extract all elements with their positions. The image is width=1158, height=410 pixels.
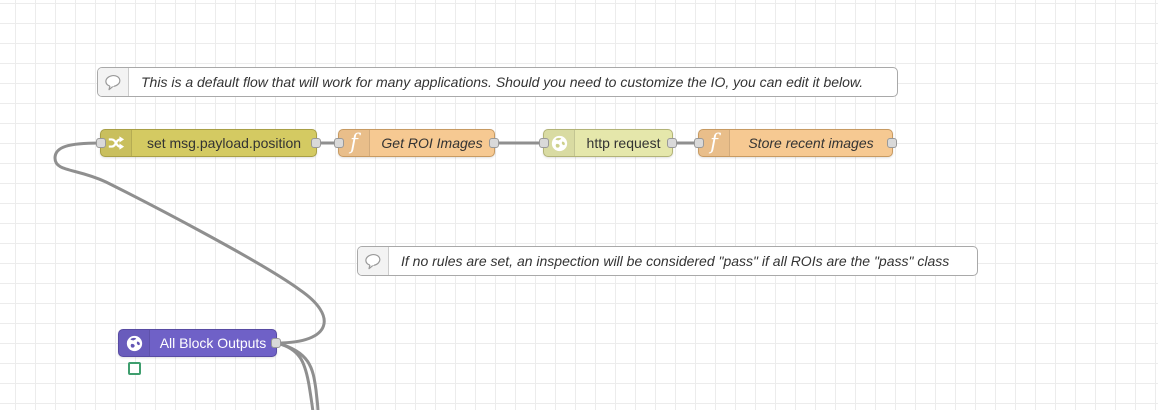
node-status-indicator: [128, 362, 141, 375]
node-http-request[interactable]: http request: [539, 129, 677, 157]
comment-text: If no rules are set, an inspection will …: [401, 253, 950, 269]
function-icon: f: [339, 130, 370, 156]
function-icon: f: [699, 130, 730, 156]
node-label: http request: [586, 135, 661, 151]
output-port[interactable]: [667, 138, 677, 148]
input-port[interactable]: [694, 138, 704, 148]
globe-icon: [544, 130, 575, 156]
node-label: Get ROI Images: [381, 135, 483, 151]
node-label: Store recent images: [748, 135, 874, 151]
node-change-set-msg-payload-position[interactable]: set msg.payload.position: [96, 129, 321, 157]
comment-node-default-flow[interactable]: This is a default flow that will work fo…: [97, 67, 898, 97]
node-function-get-roi-images[interactable]: f Get ROI Images: [334, 129, 499, 157]
node-all-block-outputs[interactable]: All Block Outputs: [118, 329, 281, 357]
input-port[interactable]: [334, 138, 344, 148]
wire-blockoutputs-down-1[interactable]: [275, 341, 315, 410]
output-port[interactable]: [311, 138, 321, 148]
comment-bubble-icon: [358, 247, 389, 275]
globe-icon: [119, 330, 150, 356]
comment-text: This is a default flow that will work fo…: [141, 74, 864, 90]
output-port[interactable]: [489, 138, 499, 148]
node-function-store-recent-images[interactable]: f Store recent images: [694, 129, 897, 157]
comment-node-rules-pass[interactable]: If no rules are set, an inspection will …: [357, 246, 978, 276]
wire-blockoutputs-to-change[interactable]: [53, 141, 326, 345]
output-port[interactable]: [271, 338, 281, 348]
input-port[interactable]: [96, 138, 106, 148]
comment-bubble-icon: [98, 68, 129, 96]
wire-blockoutputs-down-2[interactable]: [275, 341, 320, 410]
input-port[interactable]: [539, 138, 549, 148]
shuffle-icon: [101, 130, 132, 156]
node-label: All Block Outputs: [159, 335, 267, 351]
output-port[interactable]: [887, 138, 897, 148]
node-label: set msg.payload.position: [146, 135, 302, 151]
